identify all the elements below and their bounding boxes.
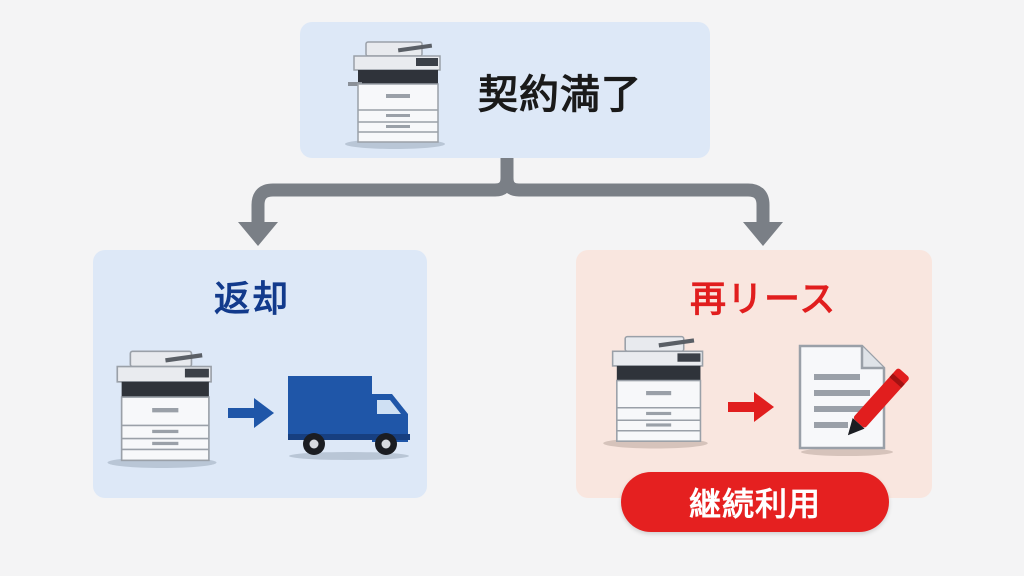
- document-pen-icon: [798, 344, 909, 456]
- copier-icon: [107, 350, 217, 468]
- arrow-down-left-icon: [238, 222, 278, 246]
- contract-end-label: 契約満了: [478, 72, 642, 118]
- copier-icon: [345, 41, 445, 149]
- continued-use-badge: 継続利用: [621, 472, 889, 532]
- re-lease-label: 再リース: [690, 279, 837, 320]
- continued-use-label: 継続利用: [688, 485, 821, 523]
- arrow-down-right-icon: [743, 222, 783, 246]
- truck-icon: [288, 376, 410, 460]
- copier-icon: [603, 335, 708, 449]
- arrow-right-icon: [728, 392, 774, 422]
- return-label: 返却: [214, 279, 291, 320]
- arrow-right-icon: [228, 398, 274, 428]
